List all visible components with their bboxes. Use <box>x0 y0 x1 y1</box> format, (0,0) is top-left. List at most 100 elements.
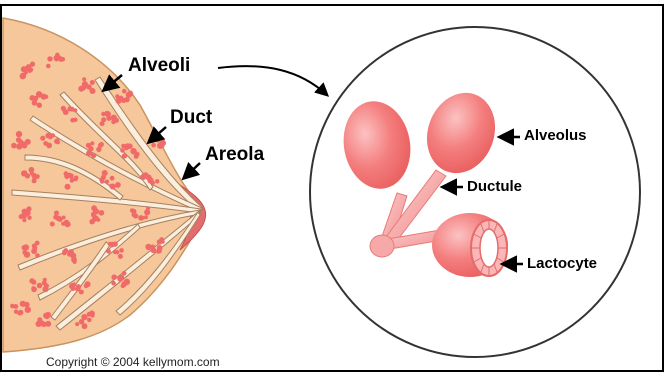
copyright-text: Copyright © 2004 kellymom.com <box>46 355 220 369</box>
alveolus-dot <box>17 311 22 316</box>
alveolus-dot <box>10 304 15 309</box>
alveolus-dot <box>62 108 66 112</box>
alveolus-dot <box>124 279 130 285</box>
alveolus-dot <box>100 180 104 184</box>
alveolus-dot <box>146 174 152 180</box>
alveolus-dot <box>105 180 109 184</box>
alveolus-dot <box>127 91 133 97</box>
alveolus-dot <box>30 62 35 67</box>
alveolus-dot <box>142 176 146 180</box>
alveolus-dot <box>87 312 92 317</box>
alveolus-dot <box>54 211 59 216</box>
alveolus-dot <box>122 271 127 276</box>
alveolus-dot <box>108 242 112 246</box>
alveolus-dot <box>37 317 42 322</box>
alveolus-dot <box>45 314 50 319</box>
alveolus-dot <box>32 178 37 183</box>
alveolus-dot <box>121 284 125 288</box>
alveolus-dot <box>130 148 136 154</box>
alveolus-dot <box>27 206 32 211</box>
alveolus-dot <box>144 209 150 215</box>
alveolus-dot <box>46 64 51 69</box>
alveolus-dot <box>145 244 151 250</box>
alveolus-dot <box>111 281 116 286</box>
alveolus-dot <box>65 184 71 190</box>
alveolus-dot <box>37 103 42 108</box>
alveolus-dot <box>78 86 84 92</box>
alveolus-dot <box>119 248 124 253</box>
alveolus-dot <box>82 82 87 87</box>
alveolus-dot <box>104 111 109 116</box>
alveolus-dot <box>155 179 159 183</box>
alveolus-dot <box>75 322 79 326</box>
alveolus-dot <box>115 250 119 254</box>
alveolus-dot <box>20 301 26 307</box>
alveolus-dot <box>156 250 160 254</box>
alveolus-dot <box>96 218 100 222</box>
alveolus-dot <box>45 133 51 139</box>
alveolus-dot <box>118 254 123 259</box>
alveolus-dot <box>29 95 34 100</box>
label-alveolus: Alveolus <box>524 127 587 144</box>
alveolus-dot <box>160 144 164 148</box>
alveolus-dot <box>86 84 91 89</box>
alveolus-dot <box>113 242 117 246</box>
alveolus-dot <box>16 131 22 137</box>
alveolus-dot <box>29 68 33 72</box>
alveolus-dot <box>114 118 119 123</box>
alveolus-dot <box>100 121 105 126</box>
alveolus-dot <box>79 319 84 324</box>
alveolus-dot <box>115 182 121 188</box>
alveolus-dot <box>111 274 117 280</box>
alveolus-dot <box>21 66 27 72</box>
alveolus-dot <box>119 275 123 279</box>
alveolus-dot <box>67 252 72 257</box>
alveolus-dot <box>20 73 26 79</box>
alveolus-dot <box>87 318 92 323</box>
alveolus-dot <box>73 118 77 122</box>
alveolus-dot <box>85 283 89 287</box>
alveolus-dot <box>155 138 160 143</box>
label-areola: Areola <box>205 144 264 166</box>
alveolus-dot <box>132 213 136 217</box>
alveolus-dot <box>79 290 84 295</box>
alveolus-dot <box>37 283 43 289</box>
label-alveoli: Alveoli <box>128 55 190 77</box>
alveolus-dot <box>106 116 111 121</box>
alveolus-dot <box>42 281 47 286</box>
alveolus-dot <box>64 220 70 226</box>
alveolus-dot <box>31 280 36 285</box>
alveolus-dot <box>54 139 59 144</box>
alveolus-dot <box>32 100 38 106</box>
alveolus-dot <box>24 251 30 257</box>
lactocyte-section <box>432 213 508 277</box>
alveolus-dot <box>106 249 111 254</box>
label-lactocyte: Lactocyte <box>527 255 597 272</box>
alveolus-dot <box>21 170 27 176</box>
alveolus-dot <box>71 287 75 291</box>
alveolus-dot <box>90 80 95 85</box>
alveolus-dot <box>120 148 125 153</box>
label-ductule: Ductule <box>467 178 522 195</box>
alveolus-dot <box>32 244 37 249</box>
alveolus-dot <box>22 218 26 222</box>
alveolus-dot <box>27 216 31 220</box>
alveolus-dot <box>83 315 87 319</box>
alveolus-dot <box>91 205 97 211</box>
alveolus-dot <box>71 178 75 182</box>
alveolus-dot <box>30 171 34 175</box>
alveolus-dot <box>102 170 108 176</box>
alveolus-dot <box>50 222 55 227</box>
alveolus-dot <box>23 212 28 217</box>
alveolus-dot <box>59 57 64 62</box>
alveolus-dot <box>86 150 92 156</box>
alveolus-dot <box>31 287 37 293</box>
label-duct: Duct <box>170 107 212 129</box>
alveolus-dot <box>82 77 86 81</box>
alveolus-dot <box>11 143 17 149</box>
alveolus-dot <box>151 143 156 148</box>
alveolus-dot <box>110 176 115 181</box>
alveolus-dot <box>89 147 93 151</box>
alveolus-dot <box>90 141 94 145</box>
